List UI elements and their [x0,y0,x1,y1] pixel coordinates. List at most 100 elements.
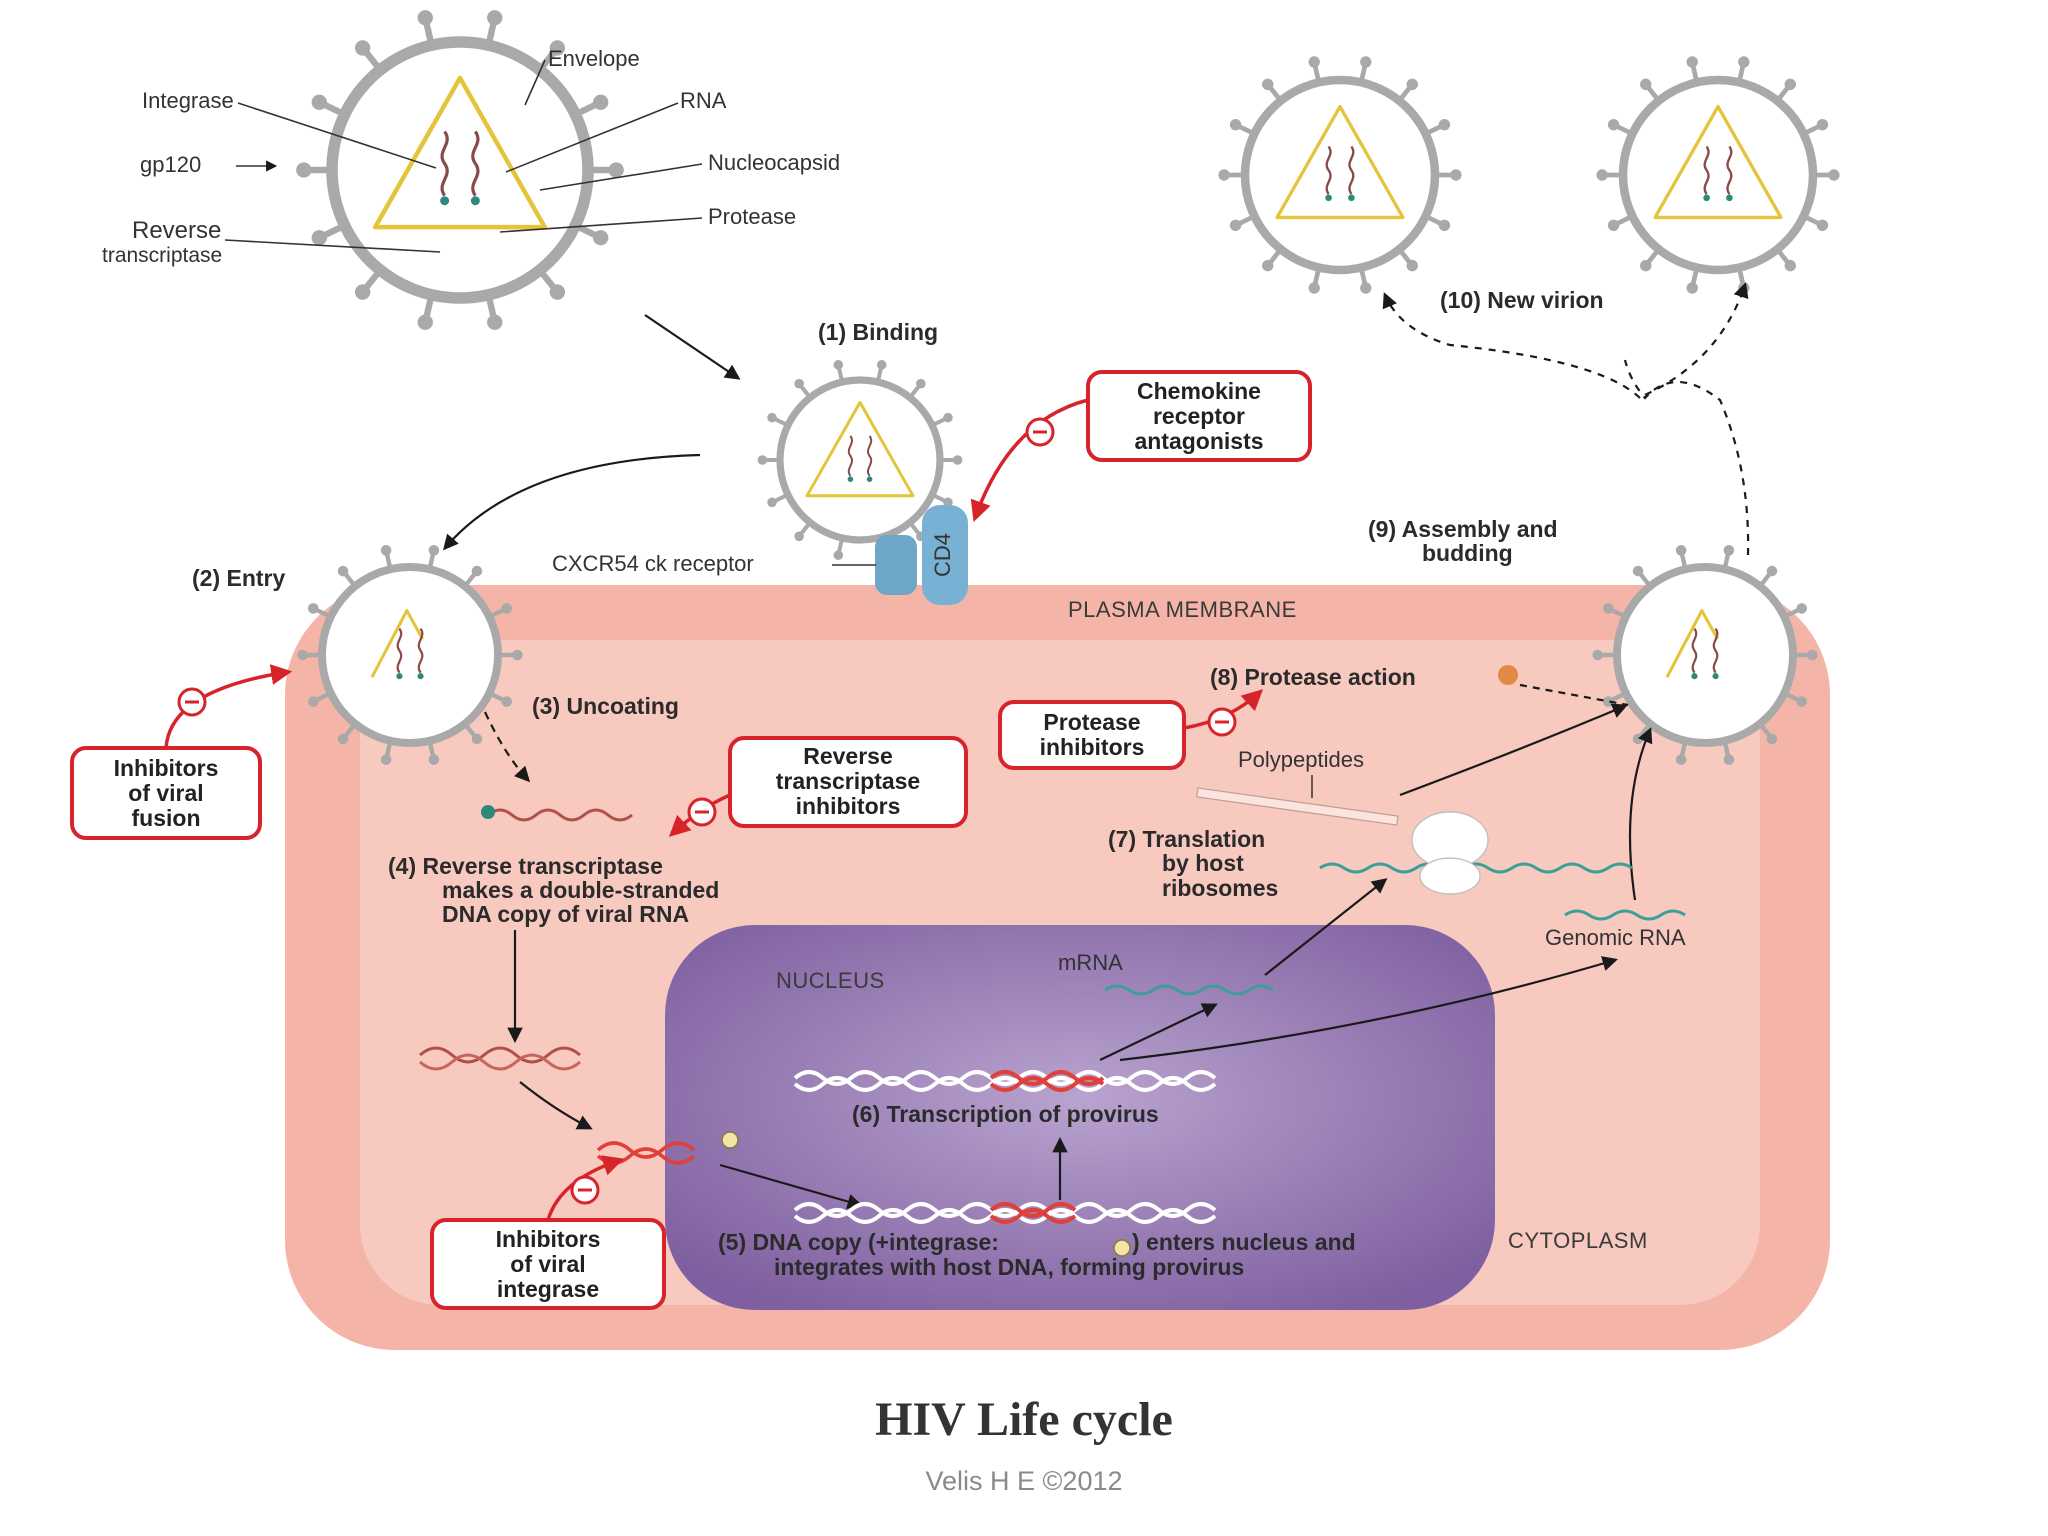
svg-text:Reverse: Reverse [803,743,893,769]
reverse-transcriptase [1712,673,1719,680]
nucleic-acids [419,665,1686,1224]
spike-knob [1262,78,1274,91]
spike-knob [1723,545,1735,556]
virion-budding [1592,545,1818,765]
reverse-transcriptase-dot [481,805,495,819]
viral-rna [417,627,424,674]
capsid [805,400,915,498]
step-uncoating: (3) Uncoating [532,693,679,719]
spike-knob [1308,56,1320,68]
spike-knob [296,162,312,178]
viral-rna [1348,145,1355,195]
spike-knob [1816,119,1829,131]
spike-knob [549,284,566,300]
spike-knob [1438,119,1451,131]
viral-rna [1712,627,1719,674]
genomic-rna-label: Genomic RNA [1545,925,1686,950]
reverse-transcriptase [1691,673,1698,680]
polypeptides-label: Polypeptides [1238,747,1364,772]
spike-knob [1828,169,1840,181]
reverse-transcriptase [1726,194,1733,202]
drug-protease-inhibitors: Protease inhibitors [998,689,1264,770]
svg-text:inhibitors: inhibitors [796,793,901,819]
host-dna-upper [793,1070,1217,1092]
svg-text:integrase: integrase [497,1276,599,1302]
spike-knob [593,230,609,246]
capsid [1653,104,1783,220]
spike-knob [501,696,513,707]
svg-text:Chemokine: Chemokine [1137,378,1261,404]
spike-knob [337,565,349,577]
spike-knob [943,497,953,508]
step-binding: (1) Binding [818,319,938,345]
step-translation-1: (7) Translation [1108,826,1265,852]
reverse-transcriptase [847,476,854,482]
viral-rna-strand [487,808,633,822]
spike-knob [1607,119,1620,131]
capsid [1665,609,1720,678]
spike-knob [608,162,624,178]
virion-entry [297,545,523,765]
spike-knob [428,754,440,765]
step-translation-3: ribosomes [1162,875,1278,901]
spike-knob [487,314,503,330]
spike-knob [354,284,371,300]
slide-title: HIV Life cycle [875,1393,1173,1446]
spike-knob [1796,696,1808,707]
capsid [372,75,548,230]
spike-knob [1607,219,1620,231]
mrna-strand [1104,984,1274,996]
svg-text:Inhibitors: Inhibitors [496,1226,601,1252]
spike-knob [1229,219,1242,231]
svg-text:transcriptase: transcriptase [776,768,920,794]
virion-main [296,10,624,330]
svg-text:Protease: Protease [1043,709,1140,735]
envelope-ring [1618,75,1818,275]
spike-knob [1766,565,1778,577]
spike-knob [1766,733,1778,745]
step-dna-1a: (5) DNA copy (+integrase: [718,1229,999,1255]
spike-knob [471,565,483,577]
svg-text:of viral: of viral [510,1251,585,1277]
nucleus [665,925,1495,1310]
label-gp120: gp120 [140,152,201,177]
spike-knob [1640,78,1652,91]
step-dna-2: integrates with host DNA, forming provir… [774,1254,1244,1280]
spike-knob [1807,649,1818,661]
slide-credit: Velis H E ©2012 [925,1466,1123,1496]
reverse-transcriptase [1325,194,1332,202]
virion-new-2 [1596,56,1840,294]
spike-knob [311,94,327,110]
spike-knob [794,378,804,389]
spike-knob [307,696,319,707]
spike-knob [1596,169,1608,181]
drug-chemokine-antagonists: Chemokine receptor antagonists [970,370,1312,522]
spike-knob [501,603,513,614]
spike-knob [1686,56,1698,68]
drug-rt-inhibitors: Reverse transcriptase inhibitors [668,736,968,837]
viral-rna [1691,627,1698,674]
integrase-key-dot [1113,1239,1131,1257]
spike-knob [380,545,392,556]
reverse-transcriptase [866,476,873,482]
spike-knob [1640,259,1652,272]
cd4-label: CD4 [930,533,955,577]
spike-knob [1406,78,1418,91]
viral-rna [1703,145,1710,195]
spike-knob [1738,56,1750,68]
viral-rna [1726,145,1733,195]
step-rt-3: DNA copy of viral RNA [442,901,689,927]
spike-knob [380,754,392,765]
spike-knob [1602,603,1614,614]
spike-knob [1592,649,1603,661]
capsid [370,609,425,678]
label-integrase: Integrase [142,88,234,113]
cd4-receptor: CD4 [875,505,968,605]
step-rt-1: (4) Reverse transcriptase [388,853,663,879]
spike-knob [297,649,308,661]
spike-knob [1738,282,1750,294]
spike-knob [767,412,777,423]
spike-knob [1816,219,1829,231]
viral-rna [847,435,853,477]
